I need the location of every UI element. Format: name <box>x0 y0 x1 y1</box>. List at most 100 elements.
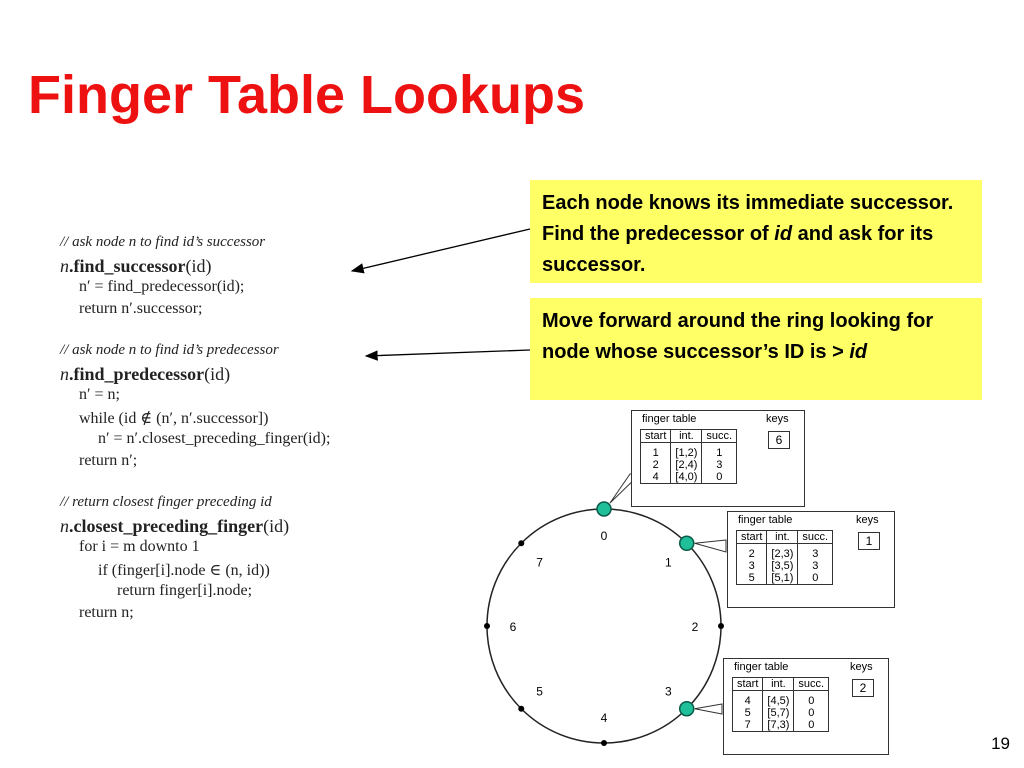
ring-point-5 <box>518 705 525 712</box>
callout-pointer-3 <box>694 703 723 715</box>
finger-table-cell: [5,7) <box>762 707 795 719</box>
keys-label: keys <box>856 514 879 526</box>
code-line: n′ = n; <box>79 386 120 403</box>
code-comment: // ask node n to find id’s successor <box>60 234 266 250</box>
finger-table-cell: 5 <box>731 707 764 719</box>
ring-label-0: 0 <box>601 529 608 543</box>
finger-table-row: 2[2,4)3 <box>639 459 738 471</box>
finger-table-header: succ. <box>793 677 830 691</box>
finger-table-cell: [3,5) <box>766 560 799 572</box>
finger-table-cell: 0 <box>797 572 834 585</box>
ring-label-6: 6 <box>510 620 517 634</box>
page-number: 19 <box>991 734 1010 753</box>
finger-table-cell: [5,1) <box>766 572 799 585</box>
finger-table-row: 2[2,3)3 <box>735 543 834 560</box>
note-successor-id: id <box>774 223 793 245</box>
finger-table-cell: [2,4) <box>670 459 703 471</box>
note-successor: Each node knows its immediate successor.… <box>530 180 982 283</box>
ring-node-3 <box>678 700 695 717</box>
finger-table-row: 7[7,3)0 <box>731 719 830 732</box>
code-function-header: n.closest_preceding_finger(id) <box>60 516 290 536</box>
finger-table-header: succ. <box>797 530 834 544</box>
note-predecessor: Move forward around the ring looking for… <box>530 298 982 400</box>
code-line: while (id ∉ (n′, n′.successor]) <box>79 410 269 427</box>
ring-point-7 <box>518 540 525 547</box>
finger-table-cell: 3 <box>701 459 738 471</box>
finger-table-cell: [4,0) <box>670 471 703 484</box>
finger-table-cell: 1 <box>701 442 738 459</box>
ring-point-6 <box>484 623 490 629</box>
finger-table-cell: 4 <box>731 690 764 707</box>
finger-table-header: int. <box>670 429 703 443</box>
ring-label-2: 2 <box>692 620 699 634</box>
code-line: return finger[i].node; <box>117 582 253 599</box>
code-comment: // return closest finger preceding id <box>60 494 272 510</box>
slide-title: Finger Table Lookups <box>28 65 586 125</box>
code-function-header: n.find_successor(id) <box>60 256 212 276</box>
finger-table-cell: 1 <box>639 442 672 459</box>
keys-value: 1 <box>858 532 880 550</box>
finger-table-cell: 0 <box>701 471 738 484</box>
code-line: return n′.successor; <box>79 300 203 317</box>
ring-label-5: 5 <box>536 684 543 698</box>
code-line: n′ = n′.closest_preceding_finger(id); <box>98 430 331 447</box>
finger-table-cell: 2 <box>639 459 672 471</box>
finger-table-header: start <box>639 429 672 443</box>
finger-table-row: 1[1,2)1 <box>639 442 738 459</box>
finger-table-row: 4[4,5)0 <box>731 690 830 707</box>
ring-node-1 <box>678 535 695 552</box>
code-function-header: n.find_predecessor(id) <box>60 364 231 384</box>
note-successor-text: Each node knows its immediate successor.… <box>542 192 954 245</box>
arrow-note-successor <box>350 228 531 274</box>
ring-point-2 <box>718 623 724 629</box>
finger-table-title: finger table <box>642 413 697 425</box>
ring-label-7: 7 <box>536 556 543 570</box>
finger-table-row: 4[4,0)0 <box>639 471 738 484</box>
ring-label-1: 1 <box>665 556 672 570</box>
ring-node-0 <box>596 501 612 517</box>
finger-table-row: 5[5,1)0 <box>735 572 834 585</box>
code-line: if (finger[i].node ∈ (n, id)) <box>98 562 270 579</box>
keys-label: keys <box>850 661 873 673</box>
finger-table-header: start <box>731 677 764 691</box>
finger-table-cell: [2,3) <box>766 543 799 560</box>
finger-table-header: int. <box>762 677 795 691</box>
finger-table-header: start <box>735 530 768 544</box>
finger-table-cell: 3 <box>797 560 834 572</box>
finger-table-cell: 7 <box>731 719 764 732</box>
finger-table-row: 5[5,7)0 <box>731 707 830 719</box>
finger-table-cell: 4 <box>639 471 672 484</box>
arrow-note-predecessor <box>364 349 531 361</box>
code-line: return n′; <box>79 452 138 469</box>
callout-pointer-1 <box>694 539 727 553</box>
finger-table-cell: 0 <box>793 707 830 719</box>
code-comment: // ask node n to find id’s predecessor <box>60 342 279 358</box>
code-line: for i = m downto 1 <box>79 538 200 555</box>
code-line: n′ = find_predecessor(id); <box>79 278 245 295</box>
finger-table-cell: 3 <box>797 543 834 560</box>
keys-value: 2 <box>852 679 874 697</box>
finger-table-header: int. <box>766 530 799 544</box>
ring-point-4 <box>601 740 607 746</box>
ring-label-3: 3 <box>665 684 672 698</box>
code-line: return n; <box>79 604 134 621</box>
finger-table-cell: 2 <box>735 543 768 560</box>
finger-table-title: finger table <box>738 514 793 526</box>
finger-table-cell: 3 <box>735 560 768 572</box>
note-successor-text-end: and ask for its successor. <box>542 223 934 276</box>
finger-table-cell: [7,3) <box>762 719 795 732</box>
finger-table-row: 3[3,5)3 <box>735 560 834 572</box>
keys-label: keys <box>766 413 789 425</box>
note-predecessor-id: id <box>849 341 868 363</box>
finger-table-cell: 0 <box>793 690 830 707</box>
finger-table-title: finger table <box>734 661 789 673</box>
finger-table-cell: 5 <box>735 572 768 585</box>
finger-table-cell: 0 <box>793 719 830 732</box>
